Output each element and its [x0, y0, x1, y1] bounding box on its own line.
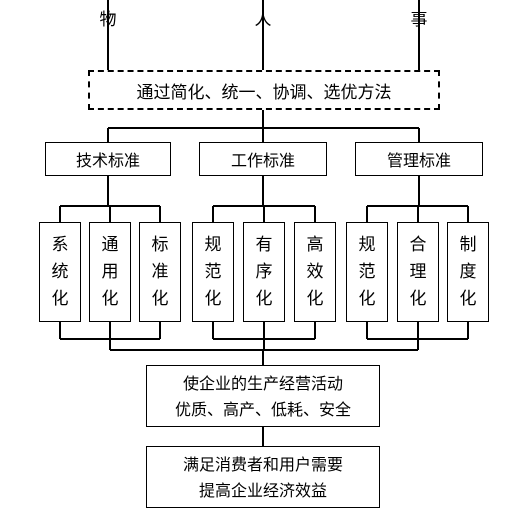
diagram: 物 人 事 通过简化、统一、协调、选优方法 技术标准 工作标准 管理标准 系统化…	[39, 0, 489, 508]
item-box-rationalization: 合理化	[397, 222, 439, 322]
management-standard-box: 管理标准	[355, 142, 483, 176]
item-box-generalization: 通用化	[89, 222, 131, 322]
item-box-efficiency: 高效化	[294, 222, 336, 322]
item-box-institutionalization: 制度化	[447, 222, 489, 322]
technical-standard-box: 技术标准	[45, 142, 171, 176]
item-box-normalization-work: 规范化	[192, 222, 234, 322]
connector-lines	[59, 0, 469, 446]
outcome-box: 使企业的生产经营活动 优质、高产、低耗、安全	[146, 365, 380, 427]
outcome-line-1: 使企业的生产经营活动	[182, 374, 343, 393]
item-box-systematization: 系统化	[39, 222, 81, 322]
label-ren: 人	[254, 10, 272, 30]
method-box: 通过简化、统一、协调、选优方法	[88, 70, 440, 110]
work-standard-box: 工作标准	[199, 142, 327, 176]
goal-line-2: 提高企业经济效益	[198, 481, 327, 500]
label-shi: 事	[410, 10, 428, 30]
item-box-standardization: 标准化	[139, 222, 181, 322]
item-box-normalization-management: 规范化	[346, 222, 388, 322]
item-box-orderliness: 有序化	[243, 222, 285, 322]
goal-box: 满足消费者和用户需要 提高企业经济效益	[146, 446, 380, 508]
label-wu: 物	[99, 10, 117, 30]
goal-line-1: 满足消费者和用户需要	[182, 455, 343, 474]
outcome-line-2: 优质、高产、低耗、安全	[174, 400, 351, 419]
